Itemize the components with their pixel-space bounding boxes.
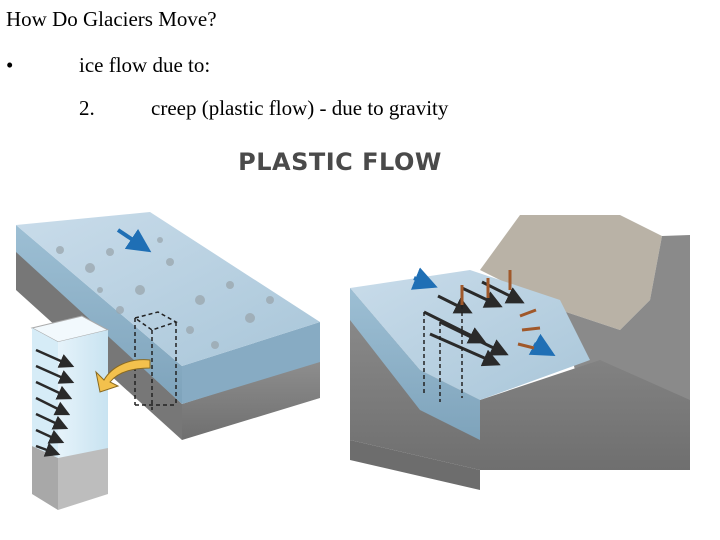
slide-title: How Do Glaciers Move? bbox=[6, 7, 217, 31]
bullet-symbol: • bbox=[6, 53, 14, 77]
right-valley-glacier-block bbox=[350, 215, 690, 490]
ice-column-callout bbox=[30, 315, 151, 510]
left-glacier-block bbox=[16, 212, 320, 440]
curved-callout-arrow-icon bbox=[95, 359, 151, 393]
flow-arrow-icon bbox=[116, 228, 152, 253]
sub-item-text: creep (plastic flow) - due to gravity bbox=[151, 96, 449, 120]
sub-item-number: 2. bbox=[79, 96, 95, 120]
plastic-flow-illustration: PLASTIC FLOW bbox=[16, 148, 690, 510]
bullet-text: ice flow due to: bbox=[79, 53, 211, 77]
figure-heading: PLASTIC FLOW bbox=[238, 148, 442, 176]
